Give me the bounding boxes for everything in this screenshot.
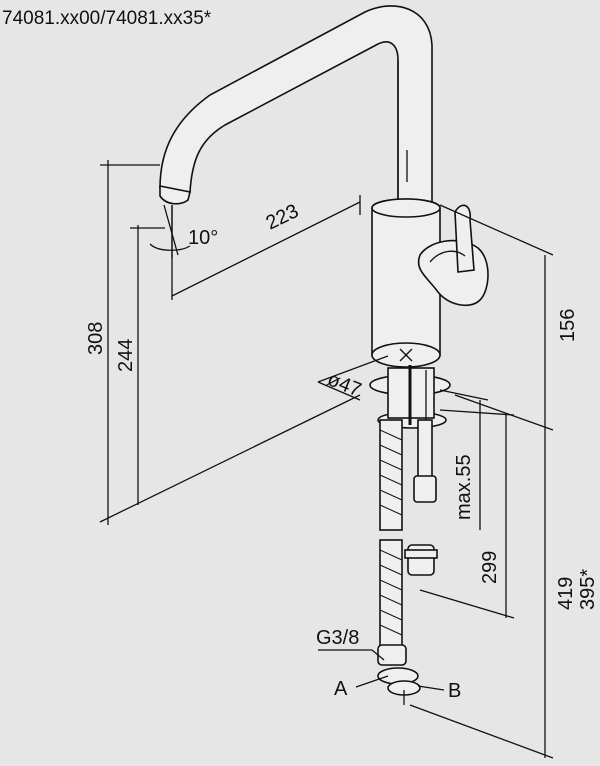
label-b: B — [448, 680, 461, 702]
max-thickness-label: max.55 — [453, 454, 475, 520]
label-a: A — [334, 678, 348, 700]
reach-label: 223 — [263, 200, 303, 234]
body-height-label: 156 — [557, 309, 579, 342]
hose-length-label: 299 — [479, 551, 501, 584]
supply-hose — [377, 419, 438, 705]
angle-label: 10° — [188, 227, 218, 249]
connection-label: G3/8 — [316, 627, 359, 649]
total-height-label: 308 — [85, 322, 107, 355]
spout — [159, 5, 433, 211]
mounting-assembly — [369, 365, 451, 429]
model-title: 74081.xx00/74081.xx35* — [2, 8, 212, 29]
hose-total-b-label: 395* — [577, 569, 599, 610]
lever-handle — [417, 204, 489, 307]
hose-total-a-label: 419 — [555, 577, 577, 610]
spout-height-label: 244 — [115, 339, 137, 372]
dimension-lines — [99, 160, 554, 759]
faucet-body — [371, 150, 441, 368]
